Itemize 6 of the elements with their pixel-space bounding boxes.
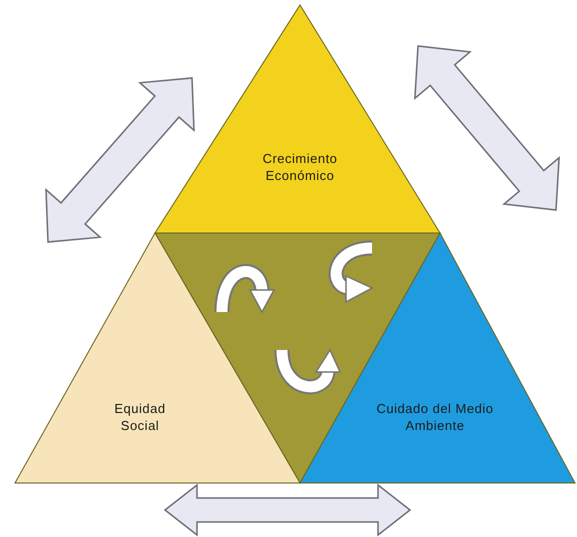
triangle-label: Equidad Social [113, 400, 167, 434]
triangle-label: Cuidado del Medio Ambiente [376, 400, 494, 434]
double-block-arrow [164, 483, 412, 537]
double-block-arrow [414, 45, 560, 211]
triangle-label: Crecimiento Económico [262, 150, 338, 184]
double-block-arrow [45, 77, 195, 243]
